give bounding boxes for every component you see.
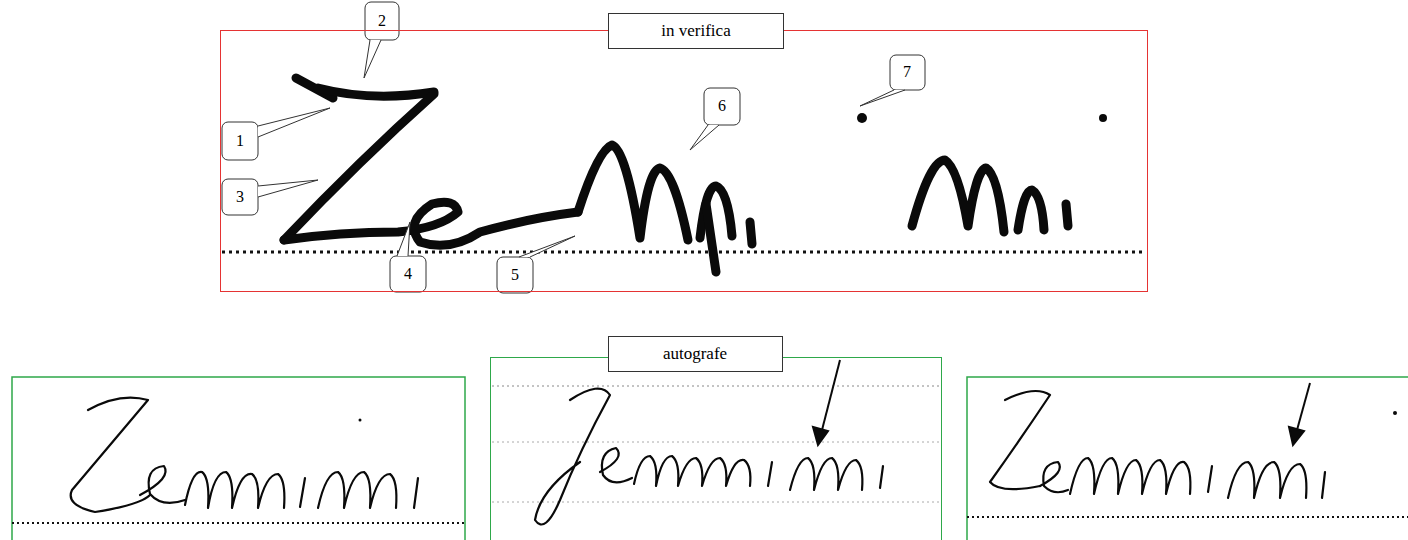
pointer-arrow: [813, 360, 1310, 445]
panel-heading: in verifica: [608, 13, 784, 49]
signature-panel: autografe: [490, 357, 942, 540]
form-line: [492, 386, 940, 387]
panel-heading: autografe: [608, 336, 783, 372]
dotted-baseline: [12, 522, 465, 524]
callout-number: 4: [404, 265, 412, 283]
callout-number: 2: [378, 12, 386, 30]
callout-number: 3: [236, 188, 244, 206]
specimen-frame: [12, 377, 465, 540]
callout-number: 5: [511, 266, 519, 284]
form-line: [492, 442, 940, 443]
callout-number: 6: [718, 97, 726, 115]
specimen-frame: [967, 377, 1408, 540]
dotted-baseline: [222, 251, 1142, 254]
callout-number: 7: [903, 63, 911, 81]
signature-panel: in verifica: [220, 30, 1148, 292]
callout-bubble: [222, 2, 925, 293]
callout-number: 1: [236, 132, 244, 150]
questioned-signature: [284, 78, 1068, 272]
dotted-baseline: [967, 516, 1408, 518]
reference-signature: [71, 389, 1325, 525]
